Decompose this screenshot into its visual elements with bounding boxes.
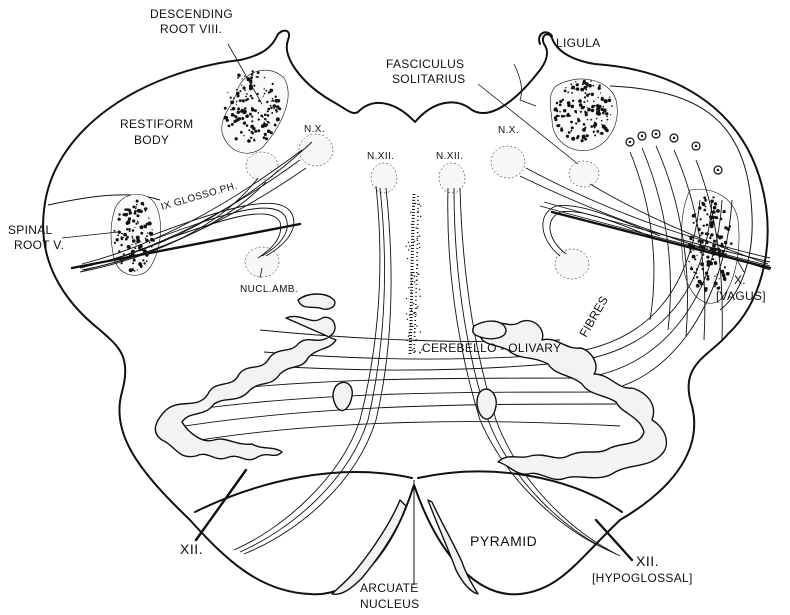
nx-left-nucleus [299,134,333,166]
accessory-olive-left-1 [298,294,335,309]
inferior-olive-left [155,316,336,459]
arcuate-nucleus-label-1: ARCUATE [360,581,419,595]
nx-right-nucleus [491,146,525,178]
vagus-label-1: X. [734,273,746,287]
nx-left-label: N.X. [304,124,325,135]
descending-root-viii-label-1: DESCENDING [150,7,233,21]
left-solitarius-nucleus [246,152,278,180]
fasciculus-solitarius-nucleus [569,161,599,187]
accessory-olive-right-1 [473,321,506,339]
fibres-label: FIBRES [576,293,611,339]
nucl-amb-label: NUCL.AMB. [240,284,298,295]
nucl-amb-right-nucleus [555,249,589,279]
xii-left-label: XII. [180,541,203,557]
arcuate-nucleus-label-2: NUCLEUS [360,597,419,611]
nxii-left-nucleus [371,163,397,193]
nxii-right-label: N.XII. [436,151,463,162]
pyramid-left-curve [195,472,412,512]
descending-root-viii-label-2: ROOT VIII. [160,22,222,36]
restiform-body-label-2: BODY [134,133,169,147]
ligula-label: LIGULA [556,36,601,50]
cerebello-olivary-label: CEREBELLO - OLIVARY [422,341,561,355]
hypoglossal-label: [HYPOGLOSSAL] [592,571,693,585]
fasciculus-solitarius-label-1: FASCICULUS [386,57,464,71]
hypoglossal-nerve-left [196,470,246,540]
pyramid-label: PYRAMID [470,533,537,549]
vagus-label-2: [VAGUS] [716,289,766,303]
nxii-left-label: N.XII. [367,151,394,162]
fibre-loop-markers [626,130,722,174]
labels: DESCENDING ROOT VIII. LIGULA FASCICULUS … [8,7,766,611]
restiform-body-label-1: RESTIFORM [120,117,193,131]
spinal-root-v-label-2: ROOT V. [14,238,64,252]
spinal-root-v-label-1: SPINAL [8,223,53,237]
fasciculus-solitarius-label-2: SOLITARIUS [392,72,465,86]
accessory-olive-left-2 [333,382,352,410]
nxii-right-nucleus [439,163,465,193]
xii-right-label: XII. [636,553,659,569]
nx-right-label: N.X. [498,125,519,136]
accessory-olive-right-2 [477,389,496,419]
